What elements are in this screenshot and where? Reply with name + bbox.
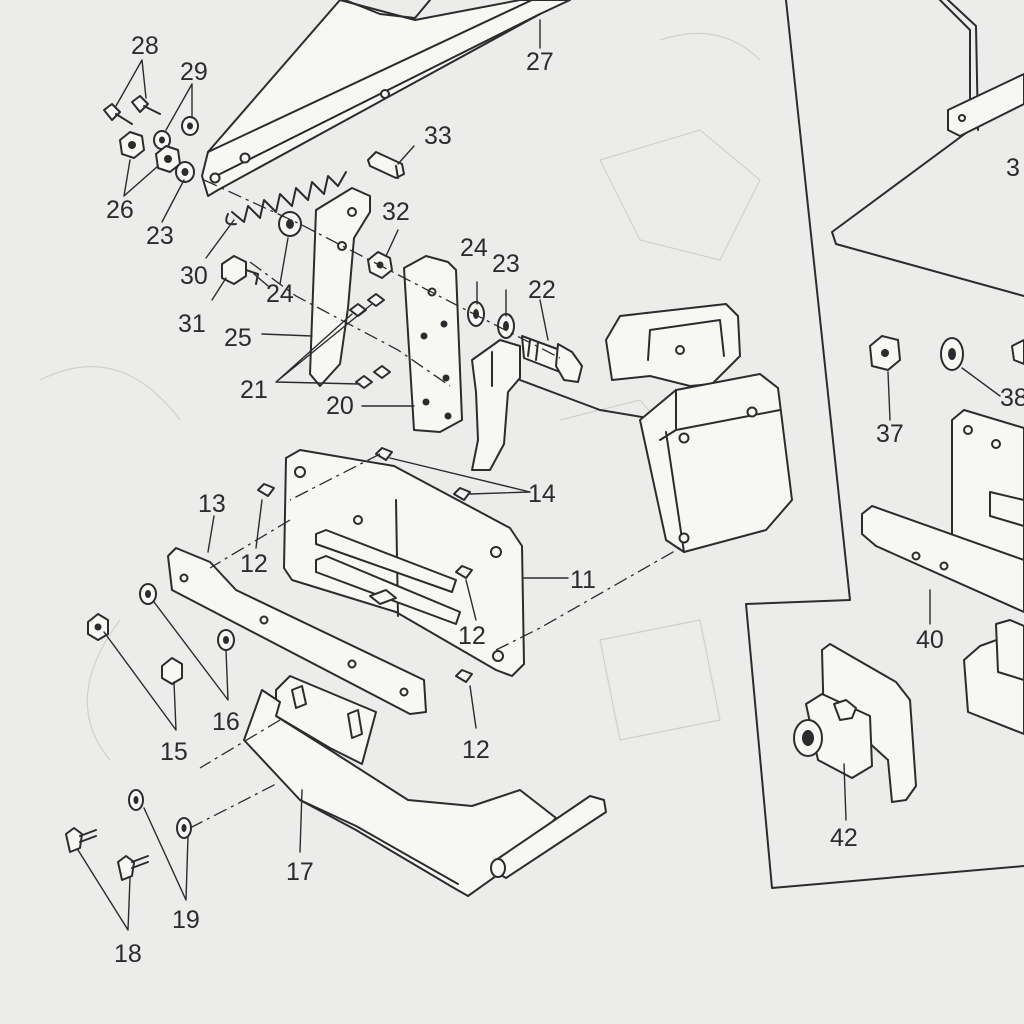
washers-29-26-23 [119,116,199,183]
callout-24-left: 24 [266,280,294,308]
callout-numbers: 28 29 26 23 30 31 24 25 21 20 32 33 24 2… [106,32,1024,968]
callout-37: 37 [876,420,904,448]
pin-33 [367,151,405,179]
callout-18: 18 [114,940,142,968]
callout-17: 17 [286,858,314,886]
spring-30 [225,171,347,226]
washer-24-spring [278,211,302,237]
callout-12-left: 12 [240,550,268,578]
callout-33: 33 [424,122,452,150]
bleed-through-ghost [39,32,761,761]
bolt-22 [521,335,583,383]
screws-14-12 [257,447,473,683]
callout-27: 27 [526,48,554,76]
arm-bracket-27 [201,0,571,197]
callout-12-mid: 12 [458,622,486,650]
callout-16: 16 [212,708,240,736]
callout-19: 19 [172,906,200,934]
foot-lever-17 [243,689,607,897]
right-lower-piece [963,619,1024,735]
callout-3-partial: 3 [1006,154,1020,182]
lever-plate-25 [309,187,371,387]
section-border [745,0,1024,889]
screws-18-washers-19 [65,789,192,881]
callout-42: 42 [830,824,858,852]
washers-24-23-bolt [467,301,515,339]
callout-20: 20 [326,392,354,420]
callout-30: 30 [180,262,208,290]
slotted-bracket [275,675,377,765]
bar-13 [167,547,427,715]
bracket-assembly [471,303,741,471]
callout-11: 11 [570,566,596,594]
leader-lines [77,19,1001,931]
callout-14: 14 [528,480,556,508]
callout-26: 26 [106,196,134,224]
housing-box [639,373,793,553]
screws-21 [349,293,391,389]
bar-40 [861,505,1024,613]
callout-23-right: 23 [492,250,520,278]
callout-12-bottom: 12 [462,736,490,764]
callout-28: 28 [131,32,159,60]
block-31 [221,255,259,285]
alignment-lines [189,179,681,829]
callout-25: 25 [224,324,252,352]
main-plate-11 [283,449,525,677]
callout-40: 40 [916,626,944,654]
callout-13: 13 [198,490,226,518]
callout-32: 32 [382,198,410,226]
nut-37-washer-38 [869,335,1024,371]
rod-3 [831,0,1024,297]
callout-21: 21 [240,376,268,404]
screw-28 [103,95,161,125]
callout-38-partial: 38 [1000,384,1024,412]
callout-31: 31 [178,310,206,338]
callout-23-left: 23 [146,222,174,250]
callout-15: 15 [160,738,188,766]
callout-22: 22 [528,276,556,304]
clamp-42 [793,643,917,803]
callout-29: 29 [180,58,208,86]
callout-24-right: 24 [460,234,488,262]
